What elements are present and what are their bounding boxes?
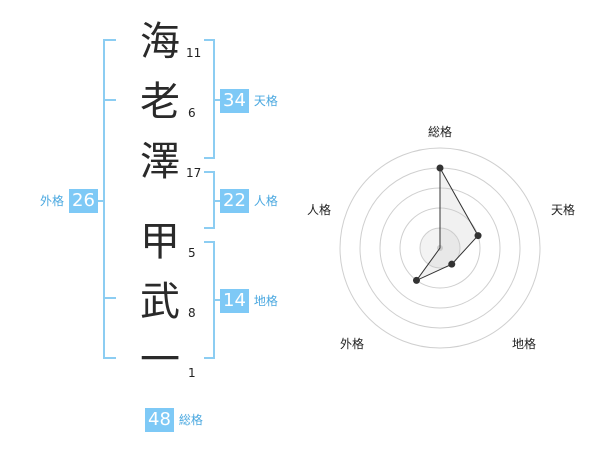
soukaku-label: 総格 bbox=[178, 413, 203, 427]
name-char-3: 澤 bbox=[140, 139, 180, 185]
radar-axis-label-3: 地格 bbox=[511, 337, 536, 351]
radar-axis-label-5: 人格 bbox=[306, 203, 331, 217]
soukaku-value: 48 bbox=[145, 408, 174, 432]
name-char-1: 海 bbox=[140, 19, 180, 65]
gaikaku-group: 外格 26 bbox=[40, 189, 98, 213]
soukaku-group: 48 総格 bbox=[145, 408, 203, 432]
jinkaku-label: 人格 bbox=[253, 194, 278, 208]
radar-axis-label-2: 天格 bbox=[550, 203, 575, 217]
stroke-count-1: 11 bbox=[186, 46, 202, 60]
gaikaku-label: 外格 bbox=[40, 194, 65, 208]
stroke-count-5: 8 bbox=[188, 306, 196, 320]
chikaku-group: 14 地格 bbox=[220, 289, 278, 313]
radar-point-1 bbox=[436, 164, 444, 172]
radar-point-3 bbox=[448, 260, 456, 268]
radar-axis-label-1: 総格 bbox=[427, 125, 452, 139]
stroke-count-3: 17 bbox=[186, 166, 202, 180]
tenkaku-value: 34 bbox=[220, 89, 249, 113]
tenkaku-label: 天格 bbox=[253, 94, 278, 108]
name-char-5: 武 bbox=[140, 279, 180, 325]
stroke-count-4: 5 bbox=[188, 246, 196, 260]
radar-point-4 bbox=[412, 276, 420, 284]
jinkaku-value: 22 bbox=[220, 189, 249, 213]
chikaku-value: 14 bbox=[220, 289, 249, 313]
radar-area bbox=[414, 166, 479, 282]
stroke-count-2: 6 bbox=[188, 106, 196, 120]
radar-point-2 bbox=[474, 232, 482, 240]
radar-ring-5 bbox=[339, 147, 541, 349]
stroke-count-6: 1 bbox=[188, 366, 196, 380]
chikaku-label: 地格 bbox=[253, 294, 278, 308]
name-char-6: 一 bbox=[140, 337, 180, 383]
tenkaku-group: 34 天格 bbox=[220, 89, 278, 113]
name-char-4: 甲 bbox=[140, 219, 180, 265]
name-char-2: 老 bbox=[140, 79, 180, 125]
radar-axis-label-4: 外格 bbox=[339, 337, 364, 351]
jinkaku-group: 22 人格 bbox=[220, 189, 278, 213]
radar-points bbox=[412, 164, 482, 284]
gaikaku-value: 26 bbox=[69, 189, 98, 213]
